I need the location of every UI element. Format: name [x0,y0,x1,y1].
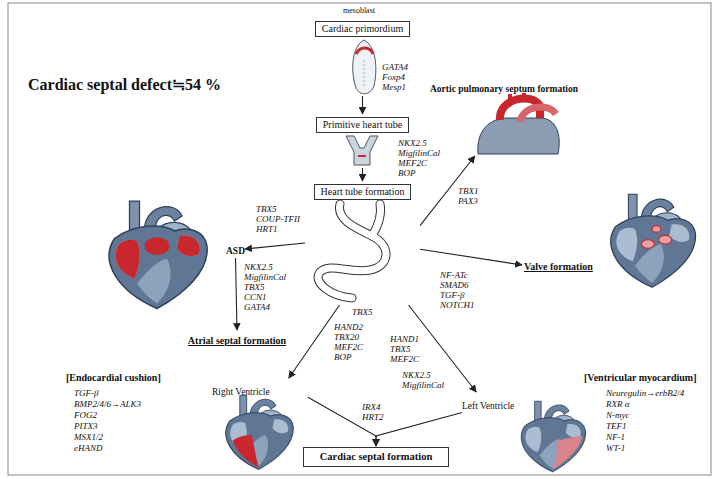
node-text: Aortic pulmonary septum formation [430,84,578,95]
flow-arrow [362,96,363,114]
gene-name: RXR α [606,399,629,409]
gene-name: COUP-TFII [256,214,300,224]
statistic-label: Cardiac septal defect≒54 % [28,76,221,94]
chamber-label: Left Ventricle [462,392,604,474]
node-text: Primitive heart tube [316,117,409,133]
node-text: Left Ventricle [462,401,514,412]
gene-name: NF-1 [606,432,625,442]
node-text: Atrial septal formation [186,335,288,347]
gene-name: NKX2.5 [398,138,427,148]
looped-tube-illustration [318,204,386,298]
stage-label: Atrial septal formation [186,330,288,348]
flow-arrow [289,305,340,378]
flow-arrow [245,243,305,249]
gene-name: GATA4 [244,302,270,312]
gene-name: MigfilinCal [244,272,286,282]
gene-name: BOP [398,168,416,178]
gene-name: TEF1 [606,421,627,431]
gene-name: MigfilinCal [402,380,444,390]
gene-name: IRX4 [362,402,381,412]
node-text: Right Ventricle [212,387,270,398]
gene-name: BOP [334,352,352,362]
gene-name: WT-1 [606,443,625,453]
gene-name: N-myc [606,410,630,420]
gene-name: GATA4 [382,62,408,72]
chamber-label: Right Ventricle [212,378,308,474]
gene-name: MigfilinCal [398,148,440,158]
process-box: Cardiac septal formation [303,446,450,467]
gene-name: HRT1 [256,224,278,234]
gene-name: NKX2.5 [402,370,431,380]
gene-name: HAND1 [390,334,419,344]
gene-name: TBX5 [352,307,373,317]
process-box: Heart tube formation [305,181,420,305]
gene-name: TBX5 [256,204,277,214]
gene-name: PITX3 [74,421,98,431]
gene-name: HRT2 [362,412,384,422]
asd-heart [109,201,207,309]
node-text: Cardiac primordium [315,21,410,37]
gene-name: Foxp4 [382,72,405,82]
node-text: Heart tube formation [314,184,412,200]
defect-label: ASD [226,240,245,258]
node-text: ASD [226,246,245,257]
gene-name: TGF-β [74,388,98,398]
gene-name: Mesp1 [382,82,406,92]
primitive-tube-illustration [346,136,378,165]
stage-label: Aortic pulmonary septum formation [430,78,590,156]
node-text: Cardiac septal formation [303,447,450,467]
left-ventricle-heart [521,401,585,472]
gene-name: MSX1/2 [74,432,103,442]
gene-name: MEF2C [334,342,363,352]
gene-name: TBX5 [244,282,265,292]
gene-name: NKX2.5 [244,262,273,272]
gene-name: TGF-β [440,290,464,300]
gene-name: SMAD6 [440,280,469,290]
node-text: Valve formation [522,261,595,273]
gene-name: PAX3 [458,196,478,206]
gene-name: MEF2C [398,158,427,168]
figure-frame [8,3,711,475]
gene-name: CCN1 [244,292,267,302]
gene-name: eHAND [74,443,103,453]
gene-name: BMP2/4/6→ALK3 [74,399,141,409]
gene-name: NF-ATc [440,270,468,280]
gene-name: Neuregulin→erbB2/4 [606,388,684,398]
flow-arrow [420,249,522,265]
gene-name: TBX5 [390,344,411,354]
gene-name: TBX1 [458,186,479,196]
gene-name: NOTCH1 [440,300,475,310]
gene-name: HAND2 [334,322,363,332]
section-heading: [Endocardial cushion] [66,372,161,384]
valve-heart [611,194,696,287]
embryo-illustration [353,40,376,94]
gene-name: TBX20 [334,332,359,342]
flow-arrow [362,168,363,181]
origin-label: mesoblast [343,6,375,15]
right-ventricle-heart [226,395,293,469]
flow-arrow [236,258,237,330]
section-heading: [Ventricular myocardium] [584,372,697,384]
stage-label: Valve formation [522,256,595,274]
flow-arrow [376,413,462,447]
gene-name: FOG2 [74,410,97,420]
aorta-illustration [478,93,559,154]
gene-name: MEF2C [390,354,419,364]
